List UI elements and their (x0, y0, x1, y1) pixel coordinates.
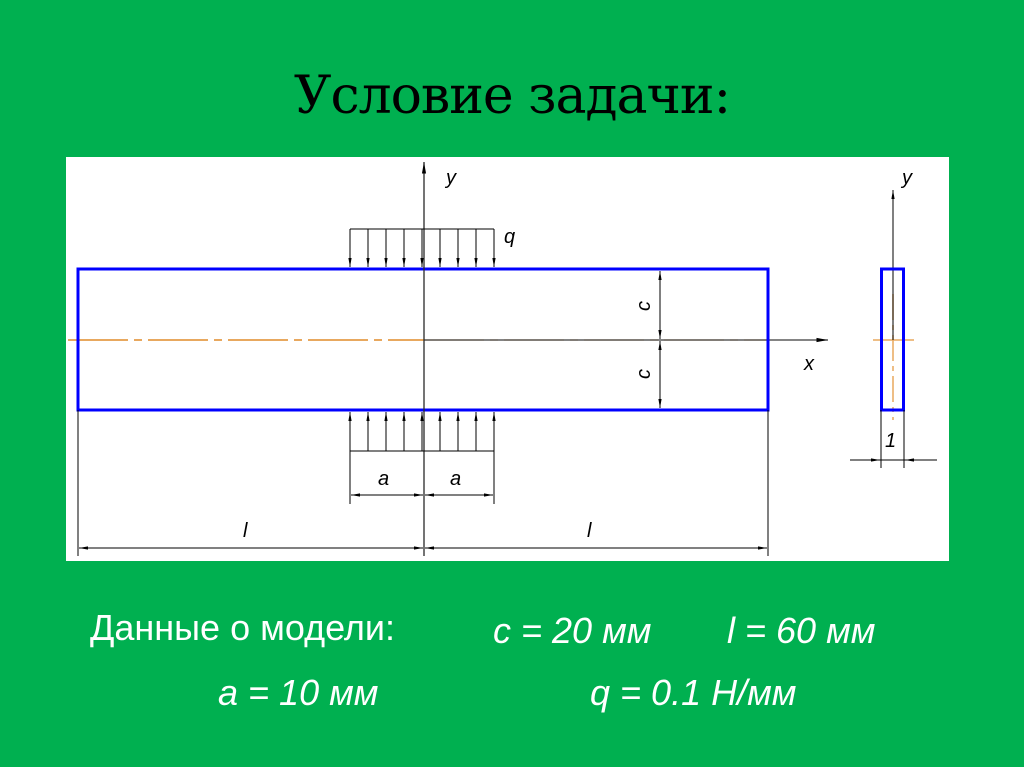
diagram-panel (66, 157, 949, 561)
a-left-label: a (378, 468, 389, 490)
l-left-label: l (243, 520, 248, 542)
a-dimension (349, 451, 495, 504)
a-right-label: a (450, 468, 461, 490)
param-q: q = 0.1 Н/мм (590, 672, 797, 713)
side-view (850, 190, 937, 468)
l-dimension (77, 410, 769, 556)
l-right-label: l (587, 520, 592, 542)
c-top-label: c (633, 301, 655, 311)
param-l: l = 60 мм (727, 610, 876, 651)
front-x-axis-label: x (803, 353, 815, 375)
model-data-heading: Данные о модели: (90, 607, 396, 648)
param-c: c = 20 мм (493, 610, 652, 651)
side-y-axis-label: y (900, 167, 913, 189)
front-y-axis-label: y (444, 167, 457, 189)
slide-title: Условие задачи: (293, 66, 731, 126)
side-thickness-label: 1 (885, 430, 896, 452)
param-a: a = 10 мм (218, 672, 379, 713)
bottom-distributed-load (348, 412, 496, 452)
load-label: q (504, 226, 515, 248)
c-bottom-label: c (633, 369, 655, 379)
beam-outline (76, 267, 770, 412)
top-distributed-load (348, 228, 496, 267)
